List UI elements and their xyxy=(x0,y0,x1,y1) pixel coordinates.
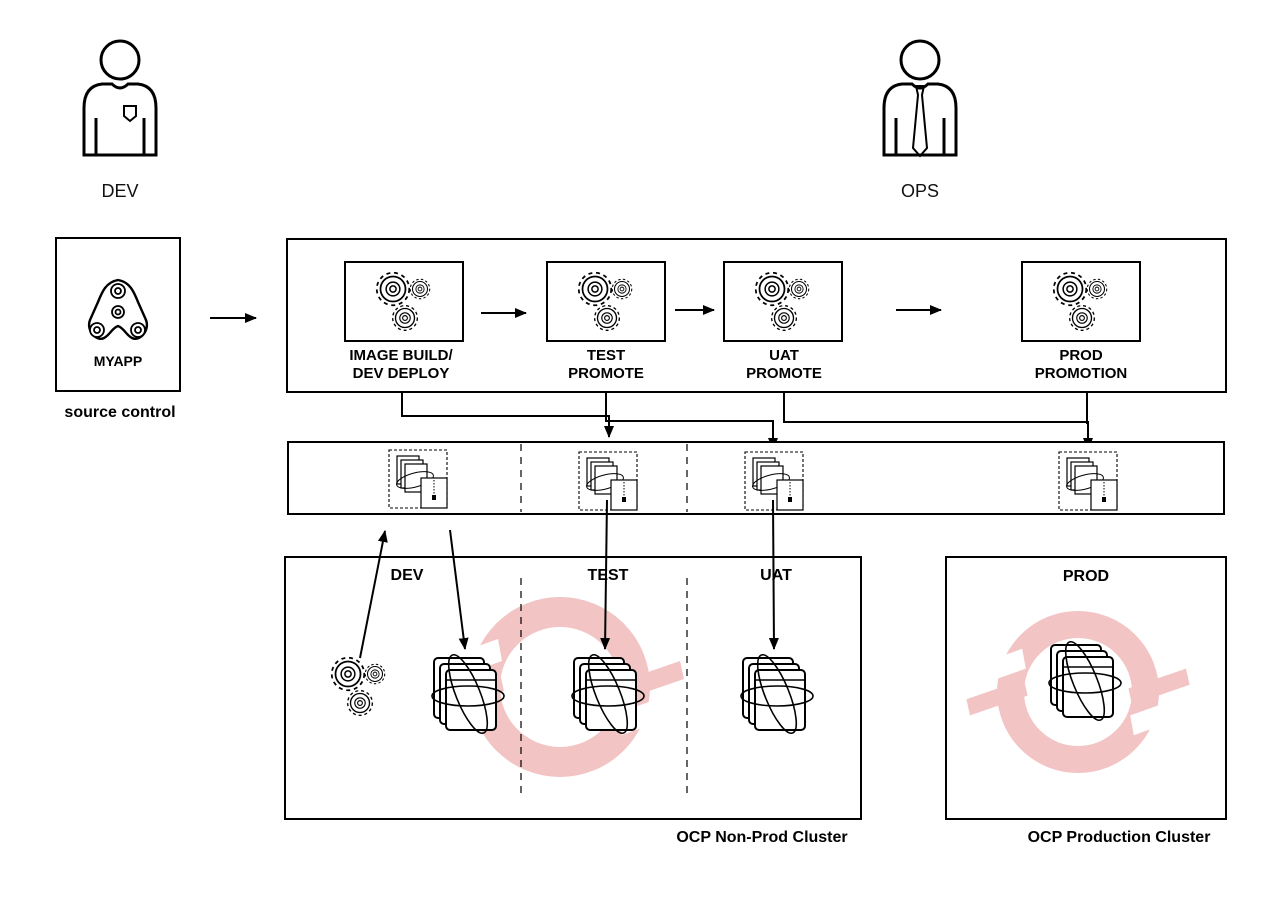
container-image-icon[interactable] xyxy=(578,451,638,511)
connector-test-to-uat-image xyxy=(605,392,778,450)
zone-label-test: TEST xyxy=(588,567,629,584)
app-name: MYAPP xyxy=(94,353,143,369)
stage-label-line2: DEV DEPLOY xyxy=(353,365,450,382)
stage-label-line2: PROMOTION xyxy=(1035,365,1128,382)
stage-uat-promote[interactable]: UAT PROMOTE xyxy=(723,261,843,382)
stage-prod-promotion[interactable]: PROD PROMOTION xyxy=(1021,261,1141,382)
developer-person-icon xyxy=(82,39,158,157)
registry-image-prod[interactable] xyxy=(1058,451,1118,511)
stage-image-build[interactable]: IMAGE BUILD/ DEV DEPLOY xyxy=(344,261,464,382)
dev-person: DEV xyxy=(82,39,158,201)
source-control-caption: source control xyxy=(64,404,175,421)
stage-label-line1: IMAGE BUILD/ xyxy=(349,347,453,364)
stage-label-line1: TEST xyxy=(587,347,625,364)
arrow-deploy-uat xyxy=(768,499,779,650)
stage-label-line2: PROMOTE xyxy=(746,365,822,382)
connector-build-to-test-image xyxy=(401,392,614,438)
container-image-icon[interactable] xyxy=(388,449,448,509)
git-pipeline-icon xyxy=(87,278,149,340)
registry-image-dev[interactable] xyxy=(388,449,448,509)
arrow-deploy-test xyxy=(600,499,611,650)
stage-label-line2: PROMOTE xyxy=(568,365,644,382)
zone-label-prod: PROD xyxy=(1063,568,1109,585)
zone-label-uat: UAT xyxy=(760,567,792,584)
stage-test-promote[interactable]: TEST PROMOTE xyxy=(546,261,666,382)
dev-label: DEV xyxy=(101,181,138,201)
container-image-icon[interactable] xyxy=(1058,451,1118,511)
arrow-build-push-image xyxy=(359,530,388,659)
arrow-deploy-dev xyxy=(449,529,469,650)
connector-uat-to-prod-image xyxy=(783,392,1093,450)
nonprod-caption: OCP Non-Prod Cluster xyxy=(676,829,847,846)
zone-label-dev: DEV xyxy=(391,567,424,584)
stage-label-line1: UAT xyxy=(769,347,799,364)
ops-person-with-tie-icon xyxy=(882,39,958,158)
prod-caption: OCP Production Cluster xyxy=(1028,829,1211,846)
ops-label: OPS xyxy=(901,181,939,201)
ops-person: OPS xyxy=(882,39,958,201)
registry-image-test[interactable] xyxy=(578,451,638,511)
stage-label-line1: PROD xyxy=(1059,347,1103,364)
source-control[interactable]: MYAPP xyxy=(55,237,181,392)
